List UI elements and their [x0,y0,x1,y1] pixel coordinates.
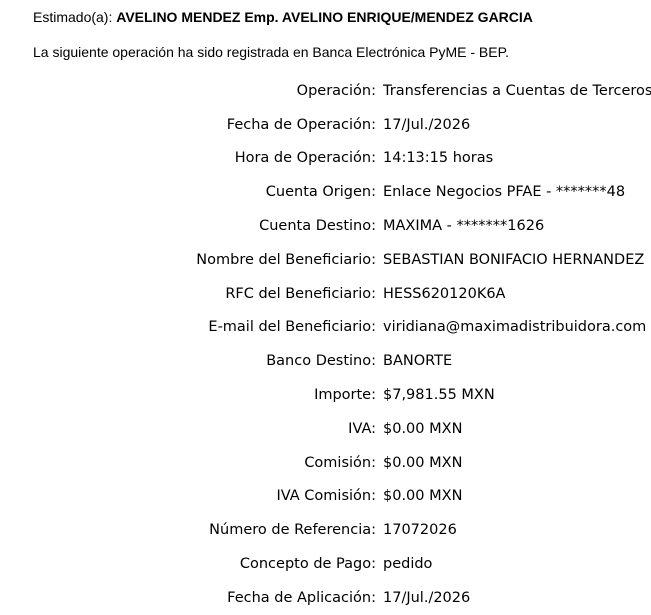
detail-label: Número de Referencia: [209,522,376,539]
detail-row-importe: Importe: $7,981.55 MXN [0,378,651,412]
detail-row-numero-referencia: Número de Referencia: 17072026 [0,513,651,547]
detail-value: 17/Jul./2026 [383,116,471,133]
operation-details: Operación: Transferencias a Cuentas de T… [0,74,651,615]
detail-value: Transferencias a Cuentas de Terceros [383,82,651,99]
greeting-prefix: Estimado(a): [33,9,117,25]
detail-label: IVA: [348,420,376,437]
detail-label: E-mail del Beneficiario: [208,319,376,336]
detail-label: Cuenta Origen: [265,184,376,201]
detail-value: $0.00 MXN [383,454,463,471]
detail-label: Comisión: [304,454,376,471]
detail-label: Fecha de Aplicación: [227,589,376,606]
detail-value: 17/Jul./2026 [383,589,471,606]
detail-row-cuenta-destino: Cuenta Destino: MAXIMA - *******1626 [0,209,651,243]
detail-row-iva: IVA: $0.00 MXN [0,412,651,446]
detail-label: Hora de Operación: [234,150,376,167]
detail-row-fecha-aplicacion: Fecha de Aplicación: 17/Jul./2026 [0,581,651,615]
detail-value: pedido [383,556,433,573]
detail-value: $0.00 MXN [383,420,463,437]
detail-label: Banco Destino: [266,353,376,370]
detail-value: $0.00 MXN [383,488,463,505]
detail-row-comision: Comisión: $0.00 MXN [0,446,651,480]
detail-label: Operación: [296,82,376,99]
detail-label: Nombre del Beneficiario: [196,251,376,268]
customer-name: AVELINO MENDEZ Emp. AVELINO ENRIQUE/MEND… [116,9,533,25]
detail-label: Fecha de Operación: [226,116,376,133]
detail-row-fecha-operacion: Fecha de Operación: 17/Jul./2026 [0,108,651,142]
detail-value: SEBASTIAN BONIFACIO HERNANDEZ [383,251,645,268]
detail-value: $7,981.55 MXN [383,387,495,404]
detail-label: Concepto de Pago: [239,556,376,573]
detail-row-cuenta-origen: Cuenta Origen: Enlace Negocios PFAE - **… [0,175,651,209]
detail-row-hora-operacion: Hora de Operación: 14:13:15 horas [0,142,651,176]
detail-row-email-beneficiario: E-mail del Beneficiario: viridiana@maxim… [0,311,651,345]
detail-value: 14:13:15 horas [383,150,494,167]
intro-text: La siguiente operación ha sido registrad… [33,44,510,60]
detail-value: MAXIMA - *******1626 [383,218,545,235]
detail-value: BANORTE [383,353,453,370]
detail-label: RFC del Beneficiario: [225,285,376,302]
detail-value: Enlace Negocios PFAE - *******48 [383,184,626,201]
detail-row-rfc-beneficiario: RFC del Beneficiario: HESS620120K6A [0,277,651,311]
detail-row-concepto-pago: Concepto de Pago: pedido [0,547,651,581]
detail-value: HESS620120K6A [383,285,506,302]
detail-label: IVA Comisión: [276,488,376,505]
detail-row-banco-destino: Banco Destino: BANORTE [0,344,651,378]
detail-value: viridiana@maximadistribuidora.com [383,319,647,336]
detail-value: 17072026 [383,522,457,539]
detail-row-iva-comision: IVA Comisión: $0.00 MXN [0,480,651,514]
detail-row-operacion: Operación: Transferencias a Cuentas de T… [0,74,651,108]
detail-label: Importe: [314,387,376,404]
detail-row-nombre-beneficiario: Nombre del Beneficiario: SEBASTIAN BONIF… [0,243,651,277]
greeting-line: Estimado(a): AVELINO MENDEZ Emp. AVELINO… [33,7,533,27]
detail-label: Cuenta Destino: [259,218,376,235]
